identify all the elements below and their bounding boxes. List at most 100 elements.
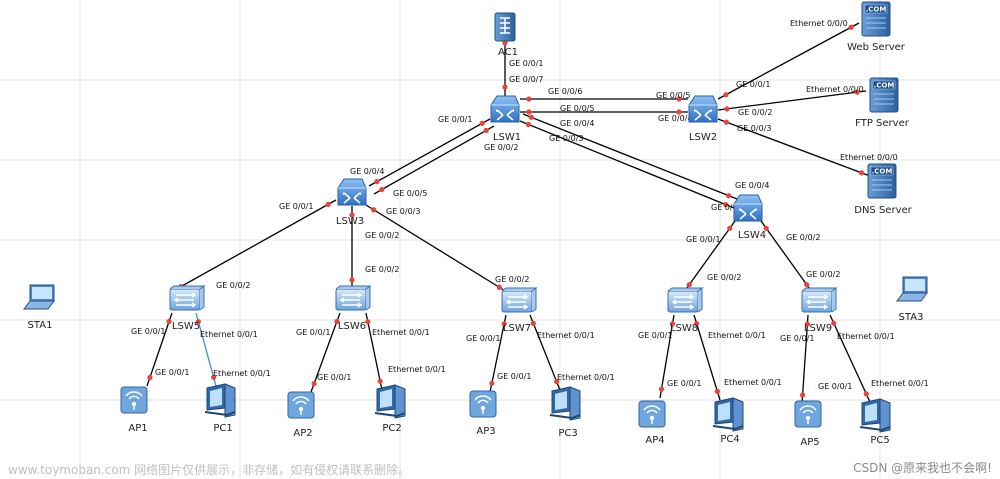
port-dot <box>479 120 485 126</box>
pc2-pc-icon[interactable] <box>374 384 406 419</box>
port-label: GE 0/0/3 <box>737 124 771 133</box>
port-dot <box>379 186 385 193</box>
port-dots-layer <box>147 24 869 398</box>
port-dot <box>502 40 508 46</box>
port-label: GE 0/0/4 <box>560 119 594 128</box>
lsw8-switch-icon[interactable] <box>667 287 704 313</box>
port-label: GE 0/0/2 <box>484 143 518 152</box>
port-label: Ethernet 0/0/1 <box>557 373 615 382</box>
link-lsw1-lsw3[interactable] <box>368 118 491 187</box>
port-label: GE 0/0/1 <box>131 327 165 336</box>
link-lsw7-pc3[interactable] <box>529 314 561 391</box>
pc1-pc-icon[interactable] <box>204 383 236 418</box>
port-label: GE 0/0/4 <box>658 114 692 123</box>
ac1-label: AC1 <box>498 47 518 58</box>
pc2-label: PC2 <box>382 423 401 434</box>
port-label: GE 0/0/1 <box>780 334 814 343</box>
port-dot <box>501 321 507 327</box>
port-dot <box>724 106 730 112</box>
port-label: GE 0/0/2 <box>707 273 741 282</box>
lsw5-label: LSW5 <box>172 321 200 332</box>
port-dot <box>858 170 865 176</box>
port-dot <box>800 392 806 398</box>
link-lsw2-web[interactable] <box>717 22 860 100</box>
lsw7-switch-icon[interactable] <box>501 287 538 313</box>
ap3-ap-icon[interactable] <box>469 390 497 418</box>
link-lsw1-lsw3[interactable] <box>373 125 495 195</box>
sta3-laptop-icon[interactable] <box>896 276 928 302</box>
link-lsw6-ap2[interactable] <box>310 312 341 393</box>
sta1-laptop-icon[interactable] <box>23 284 55 310</box>
web-server-icon[interactable]: .COM <box>861 1 891 37</box>
ftp-server-icon[interactable]: .COM <box>869 77 899 113</box>
lsw2-core-icon[interactable] <box>688 95 718 123</box>
lsw6-switch-icon[interactable] <box>335 285 372 311</box>
port-dot <box>676 109 682 115</box>
link-lsw4-lsw9[interactable] <box>760 220 813 293</box>
port-label: Ethernet 0/0/1 <box>708 331 766 340</box>
ap2-ap-icon[interactable] <box>287 391 315 419</box>
link-lsw5-pc1[interactable] <box>195 312 217 387</box>
link-lsw8-ap4[interactable] <box>659 314 675 399</box>
sta3-label: STA3 <box>899 312 924 323</box>
port-label: Ethernet 0/0/0 <box>806 85 864 94</box>
link-lsw9-ap5[interactable] <box>801 314 809 405</box>
svg-text:.COM: .COM <box>866 6 887 14</box>
link-lsw4-lsw8[interactable] <box>683 220 736 293</box>
link-lsw3-lsw7[interactable] <box>365 204 508 293</box>
port-dot <box>502 84 508 90</box>
port-dot <box>831 320 837 326</box>
port-label: Ethernet 0/0/1 <box>388 365 446 374</box>
port-dot <box>325 201 331 207</box>
port-label: Ethernet 0/0/1 <box>372 328 430 337</box>
sta1-label: STA1 <box>28 320 53 331</box>
port-label: GE 0/0/3 <box>549 134 583 143</box>
link-lsw9-pc5[interactable] <box>829 314 871 403</box>
port-label: GE 0/0/2 <box>216 281 250 290</box>
pc4-pc-icon[interactable] <box>712 397 744 432</box>
link-lsw2-ftp[interactable] <box>717 90 867 111</box>
port-label: GE 0/0/5 <box>656 91 690 100</box>
port-dot <box>763 225 769 231</box>
ap4-label: AP4 <box>645 435 664 446</box>
port-dot <box>526 109 532 115</box>
ap1-ap-icon[interactable] <box>120 386 148 414</box>
ac1-ac-icon[interactable] <box>494 12 516 42</box>
ap4-ap-icon[interactable] <box>638 400 666 428</box>
link-lsw2-dns[interactable] <box>717 118 871 177</box>
lsw9-switch-icon[interactable] <box>801 287 838 313</box>
lsw5-switch-icon[interactable] <box>169 285 206 311</box>
pc3-pc-icon[interactable] <box>549 386 581 421</box>
pc3-label: PC3 <box>558 428 577 439</box>
link-lsw7-ap3[interactable] <box>489 314 507 393</box>
ap2-label: AP2 <box>293 428 312 439</box>
dns-server-icon[interactable]: .COM <box>867 163 897 199</box>
port-label: GE 0/0/6 <box>548 87 582 96</box>
port-dot <box>676 96 682 102</box>
pc4-label: PC4 <box>720 434 739 445</box>
link-lsw1-lsw4[interactable] <box>522 113 738 200</box>
link-lsw3-lsw5[interactable] <box>172 199 337 292</box>
lsw4-core-icon[interactable] <box>733 194 763 222</box>
port-label: GE 0/0/1 <box>686 235 720 244</box>
port-dot <box>349 212 355 218</box>
link-lsw5-ap1[interactable] <box>146 312 173 387</box>
port-label: GE 0/0/1 <box>667 379 701 388</box>
port-dot <box>349 277 355 283</box>
link-lsw8-pc4[interactable] <box>693 314 721 401</box>
port-label: GE 0/0/1 <box>155 368 189 377</box>
port-dot <box>723 92 729 98</box>
ap5-ap-icon[interactable] <box>794 400 822 428</box>
pc5-pc-icon[interactable] <box>859 398 891 433</box>
link-lsw6-pc2[interactable] <box>365 312 383 391</box>
lsw1-core-icon[interactable] <box>490 95 520 123</box>
port-label: GE 0/0/5 <box>560 104 594 113</box>
port-dot <box>686 282 692 288</box>
lsw3-core-icon[interactable] <box>337 178 367 206</box>
lsw8-label: LSW8 <box>670 323 698 334</box>
link-lsw1-lsw4[interactable] <box>519 120 735 209</box>
port-dot <box>211 374 217 380</box>
port-dot <box>528 114 534 120</box>
port-dot <box>804 321 810 327</box>
